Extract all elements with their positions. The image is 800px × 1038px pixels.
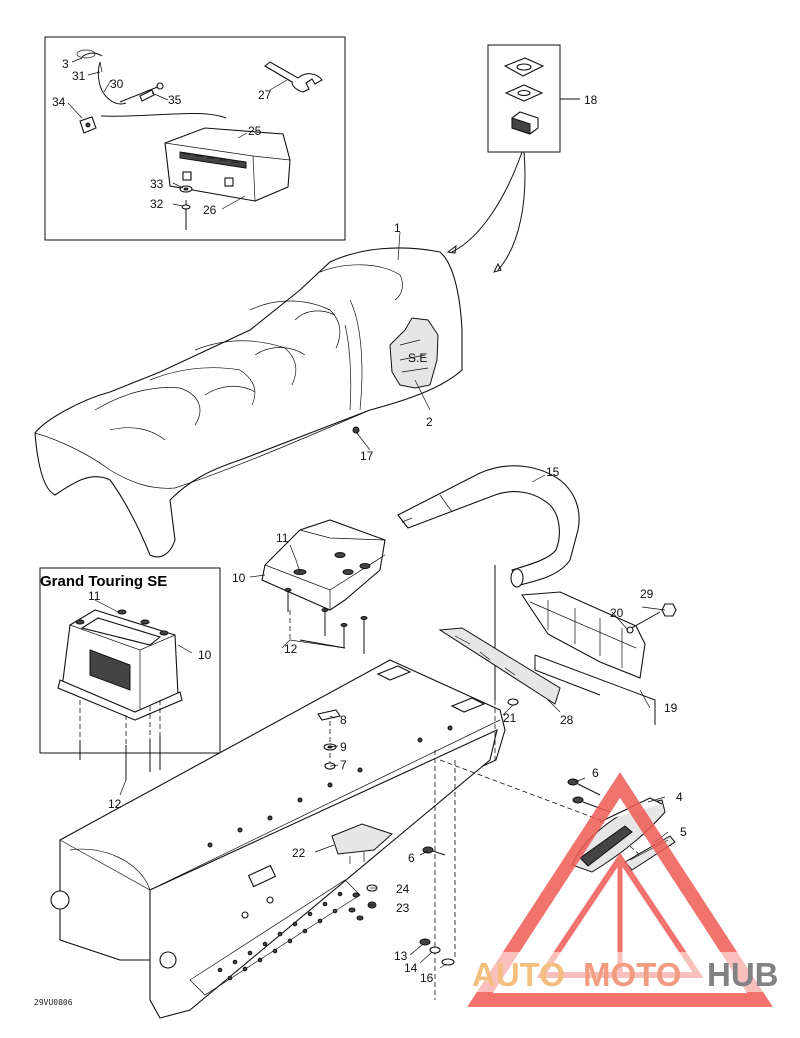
grab-handle <box>397 465 580 588</box>
callout-5: 5 <box>680 825 687 839</box>
callout-30: 30 <box>110 77 124 91</box>
callout-12-inset: 12 <box>108 797 122 811</box>
callout-26: 26 <box>203 203 217 217</box>
callout-25: 25 <box>248 124 262 138</box>
callout-10-inset: 10 <box>198 648 212 662</box>
tunnel-chassis <box>50 610 641 1019</box>
callout-4: 4 <box>676 790 683 804</box>
callout-11-inset: 11 <box>88 589 101 603</box>
callout-10: 10 <box>232 571 246 585</box>
callout-18: 18 <box>584 93 598 107</box>
leader-lines <box>67 57 669 969</box>
callout-7: 7 <box>340 758 347 772</box>
rear-rack <box>438 565 677 725</box>
callout-31: 31 <box>72 69 86 83</box>
watermark-hub: HUB <box>707 956 779 993</box>
callout-35: 35 <box>168 93 182 107</box>
watermark-moto: MOTO <box>583 956 681 993</box>
callout-16: 16 <box>420 971 434 985</box>
callout-34: 34 <box>52 95 66 109</box>
callout-24: 24 <box>396 882 410 896</box>
callout-2: 2 <box>426 415 433 429</box>
callout-12: 12 <box>284 642 298 656</box>
watermark-logo: AUTO MOTO HUB <box>467 772 795 1007</box>
callout-29: 29 <box>640 587 654 601</box>
document-id: 29VU0806 <box>34 998 73 1007</box>
grand-touring-se-inset <box>39 567 221 780</box>
callout-1: 1 <box>394 221 401 235</box>
callout-23: 23 <box>396 901 410 915</box>
callout-14: 14 <box>404 961 418 975</box>
callout-15: 15 <box>546 465 560 479</box>
callout-11: 11 <box>276 531 289 545</box>
callout-32: 32 <box>150 197 164 211</box>
callout-20: 20 <box>610 606 624 620</box>
callout-19: 19 <box>664 701 678 715</box>
watermark-auto: AUTO <box>472 956 565 993</box>
callout-21: 21 <box>503 711 517 725</box>
inset-title: Grand Touring SE <box>40 573 167 590</box>
callout-6-upper: 6 <box>592 766 599 780</box>
taillight-box <box>446 44 580 273</box>
seat-emblem-text: S.E <box>408 351 427 365</box>
callout-33: 33 <box>150 177 164 191</box>
callout-28: 28 <box>560 713 574 727</box>
callout-8: 8 <box>340 713 347 727</box>
callout-17: 17 <box>360 449 374 463</box>
callout-3: 3 <box>62 57 69 71</box>
callout-13: 13 <box>394 949 408 963</box>
tool-kit-inset <box>44 36 346 241</box>
seat-assembly <box>34 247 463 558</box>
callout-6-lower: 6 <box>408 851 415 865</box>
callout-27: 27 <box>258 88 272 102</box>
callout-22: 22 <box>292 846 306 860</box>
callout-9: 9 <box>340 740 347 754</box>
